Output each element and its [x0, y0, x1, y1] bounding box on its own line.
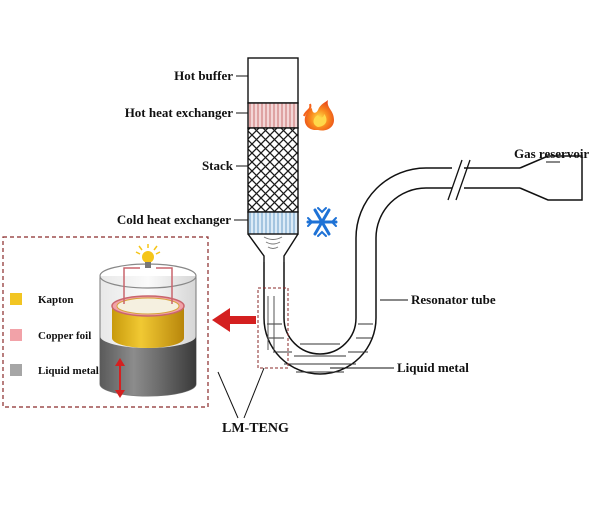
- legend-swatch-liquid-metal: [10, 364, 22, 376]
- teng-electrodes: [267, 296, 275, 350]
- vibration-arrow-icon: [115, 358, 125, 398]
- label-lm-teng: LM-TENG: [222, 421, 289, 436]
- engine-column: [247, 57, 299, 262]
- leader-lines: [217, 75, 560, 419]
- stack-section: [247, 127, 299, 213]
- kapton-layer: [112, 306, 184, 348]
- bulb-icon: [135, 244, 161, 268]
- liquid-metal-layer: [100, 336, 196, 396]
- label-gas-reservoir: Gas reservoir: [514, 146, 589, 161]
- label-liquid-metal: Liquid metal: [397, 360, 469, 375]
- cold-heat-exchanger-section: [247, 211, 299, 235]
- flame-icon: [303, 100, 334, 131]
- teng-cylinder-illustration: [99, 263, 197, 398]
- legend-swatch-kapton: [10, 293, 22, 305]
- label-hot-buffer: Hot buffer: [174, 68, 233, 83]
- legend-label-copper-foil: Copper foil: [38, 330, 91, 342]
- label-stack: Stack: [202, 158, 234, 173]
- red-arrow-icon: [212, 308, 256, 332]
- resonator-inner-wall: [284, 168, 520, 354]
- taper-section: [247, 233, 299, 262]
- resonator-tube: [263, 167, 520, 375]
- legend-label-liquid-metal: Liquid metal: [38, 365, 99, 377]
- label-resonator-tube: Resonator tube: [411, 292, 496, 307]
- legend-label-kapton: Kapton: [38, 294, 73, 306]
- pipe-break-marks: [447, 159, 471, 201]
- hot-buffer-section: [247, 57, 299, 104]
- gas-reservoir: [519, 155, 583, 201]
- teng-location-box: [257, 287, 289, 369]
- legend-swatch-copper-foil: [10, 329, 22, 341]
- hot-heat-exchanger-section: [247, 102, 299, 129]
- sound-wave-icon: [263, 236, 283, 249]
- label-hot-heat-exchanger: Hot heat exchanger: [125, 105, 234, 120]
- label-cold-heat-exchanger: Cold heat exchanger: [117, 212, 231, 227]
- snowflake-icon: [306, 207, 338, 237]
- legend: Kapton Copper foil Liquid metal: [10, 293, 99, 377]
- liquid-metal-lines: [267, 323, 373, 373]
